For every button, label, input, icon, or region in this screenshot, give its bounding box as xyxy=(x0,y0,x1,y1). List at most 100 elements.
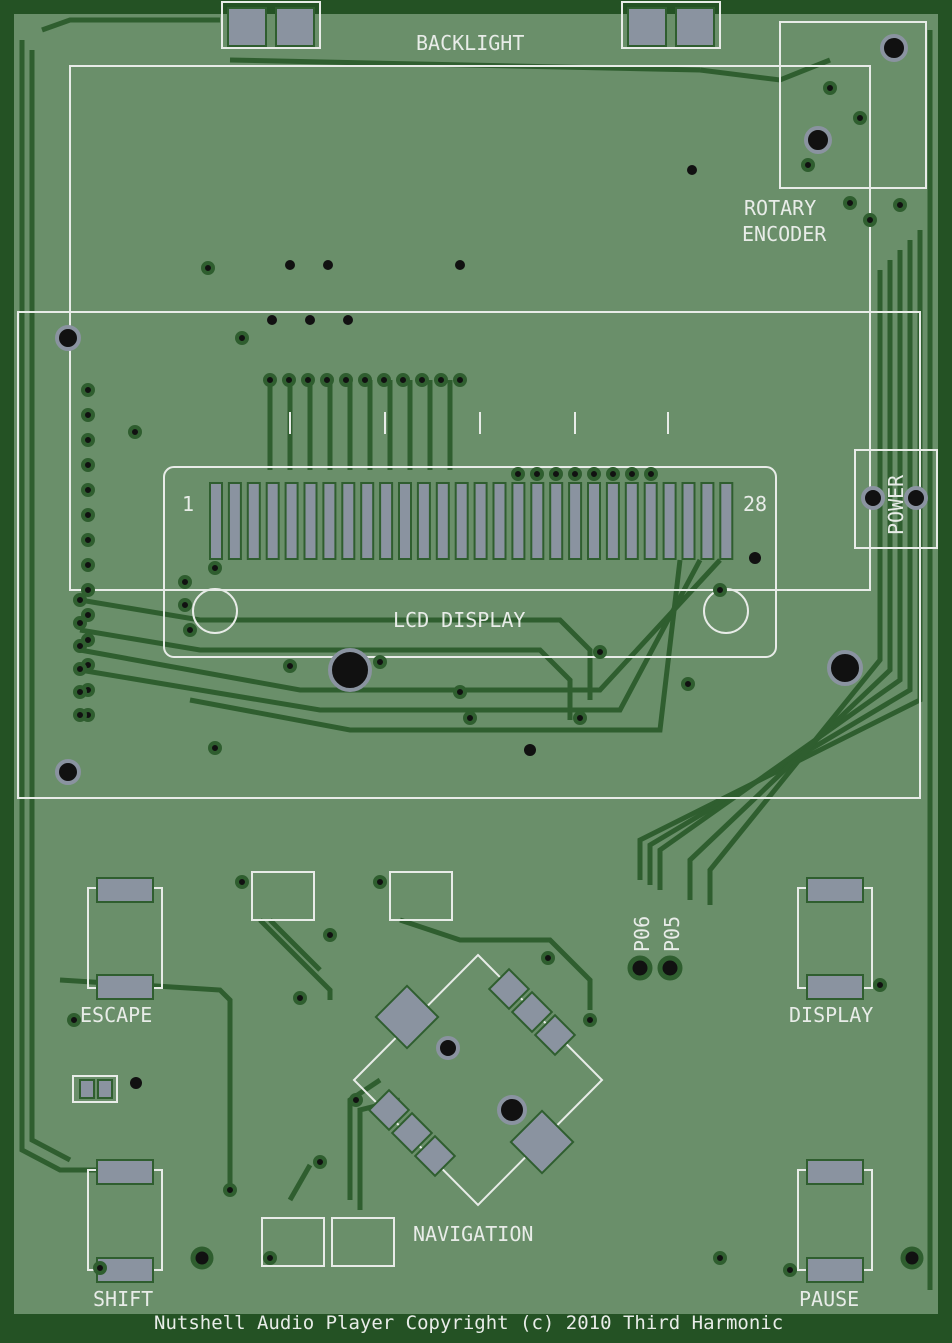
via xyxy=(853,111,867,125)
via xyxy=(81,533,95,547)
via xyxy=(625,467,639,481)
lcd-pin xyxy=(454,482,469,560)
shift-button-label: SHIFT xyxy=(93,1287,154,1311)
via xyxy=(301,373,315,387)
lcd-pin xyxy=(719,482,734,560)
lcd-pin xyxy=(643,482,658,560)
via xyxy=(81,608,95,622)
display-button-label: DISPLAY xyxy=(789,1003,874,1027)
via xyxy=(73,708,87,722)
via xyxy=(593,645,607,659)
p05-label: P05 xyxy=(660,915,684,952)
via xyxy=(644,467,658,481)
lcd-pin xyxy=(360,482,375,560)
via xyxy=(223,1183,237,1197)
via xyxy=(463,711,477,725)
via xyxy=(530,467,544,481)
copyright-text: Nutshell Audio Player Copyright (c) 2010… xyxy=(154,1312,784,1334)
via xyxy=(681,677,695,691)
via xyxy=(73,639,87,653)
via xyxy=(823,81,837,95)
lcd-pin xyxy=(587,482,601,560)
backlight-label: BACKLIGHT xyxy=(416,31,525,55)
via xyxy=(320,373,334,387)
power-label: POWER xyxy=(884,474,908,535)
via xyxy=(81,508,95,522)
via xyxy=(606,467,620,481)
via xyxy=(313,1155,327,1169)
pause-button-label: PAUSE xyxy=(799,1287,860,1311)
via xyxy=(235,331,249,345)
via xyxy=(128,425,142,439)
via xyxy=(81,558,95,572)
lcd-pin xyxy=(209,482,223,560)
lcd-pin xyxy=(265,482,280,560)
via xyxy=(568,467,582,481)
via xyxy=(873,978,887,992)
via xyxy=(783,1263,797,1277)
rotary-label: ROTARY xyxy=(744,196,817,220)
via xyxy=(396,373,410,387)
lcd-pin-1-label: 1 xyxy=(182,492,195,516)
via xyxy=(282,373,296,387)
via xyxy=(358,373,372,387)
via xyxy=(73,593,87,607)
via xyxy=(415,373,429,387)
via xyxy=(178,598,192,612)
via xyxy=(263,373,277,387)
lcd-pin xyxy=(624,482,639,560)
via xyxy=(183,623,197,637)
lcd-pin xyxy=(511,482,526,560)
lcd-pin xyxy=(246,482,261,560)
via xyxy=(81,408,95,422)
p06-label: P06 xyxy=(630,915,654,952)
via xyxy=(73,662,87,676)
lcd-pin xyxy=(322,482,337,560)
via xyxy=(81,458,95,472)
via xyxy=(801,158,815,172)
via xyxy=(573,711,587,725)
encoder-label: ENCODER xyxy=(742,222,827,246)
via xyxy=(293,991,307,1005)
holes xyxy=(55,34,928,1277)
lcd-pin xyxy=(435,482,450,560)
lcd-display-label: LCD DISPLAY xyxy=(393,608,526,632)
via xyxy=(843,196,857,210)
lcd-pin xyxy=(341,482,356,560)
lcd-pin xyxy=(416,482,431,560)
via xyxy=(541,951,555,965)
navigation-label: NAVIGATION xyxy=(413,1222,534,1246)
via xyxy=(549,467,563,481)
lcd-pin xyxy=(473,482,488,560)
lcd-pin xyxy=(227,482,242,560)
via xyxy=(713,1251,727,1265)
lcd-pin xyxy=(662,482,677,560)
lcd-pin xyxy=(549,482,564,560)
via xyxy=(73,616,87,630)
via xyxy=(377,373,391,387)
lcd-pin xyxy=(284,482,299,560)
via xyxy=(283,659,297,673)
via xyxy=(67,1013,81,1027)
via xyxy=(453,373,467,387)
via xyxy=(81,433,95,447)
via xyxy=(583,1013,597,1027)
lcd-pin xyxy=(605,482,620,560)
via xyxy=(323,928,337,942)
via xyxy=(178,575,192,589)
via xyxy=(863,213,877,227)
via xyxy=(587,467,601,481)
via xyxy=(373,875,387,889)
via xyxy=(208,561,222,575)
via xyxy=(453,685,467,699)
lcd-pin xyxy=(700,482,715,560)
via xyxy=(81,483,95,497)
via xyxy=(349,1093,363,1107)
lcd-pin xyxy=(398,482,412,560)
via xyxy=(93,1261,107,1275)
lcd-pin xyxy=(303,482,318,560)
via xyxy=(201,261,215,275)
lcd-pin-28-label: 28 xyxy=(743,492,768,516)
via xyxy=(235,875,249,889)
